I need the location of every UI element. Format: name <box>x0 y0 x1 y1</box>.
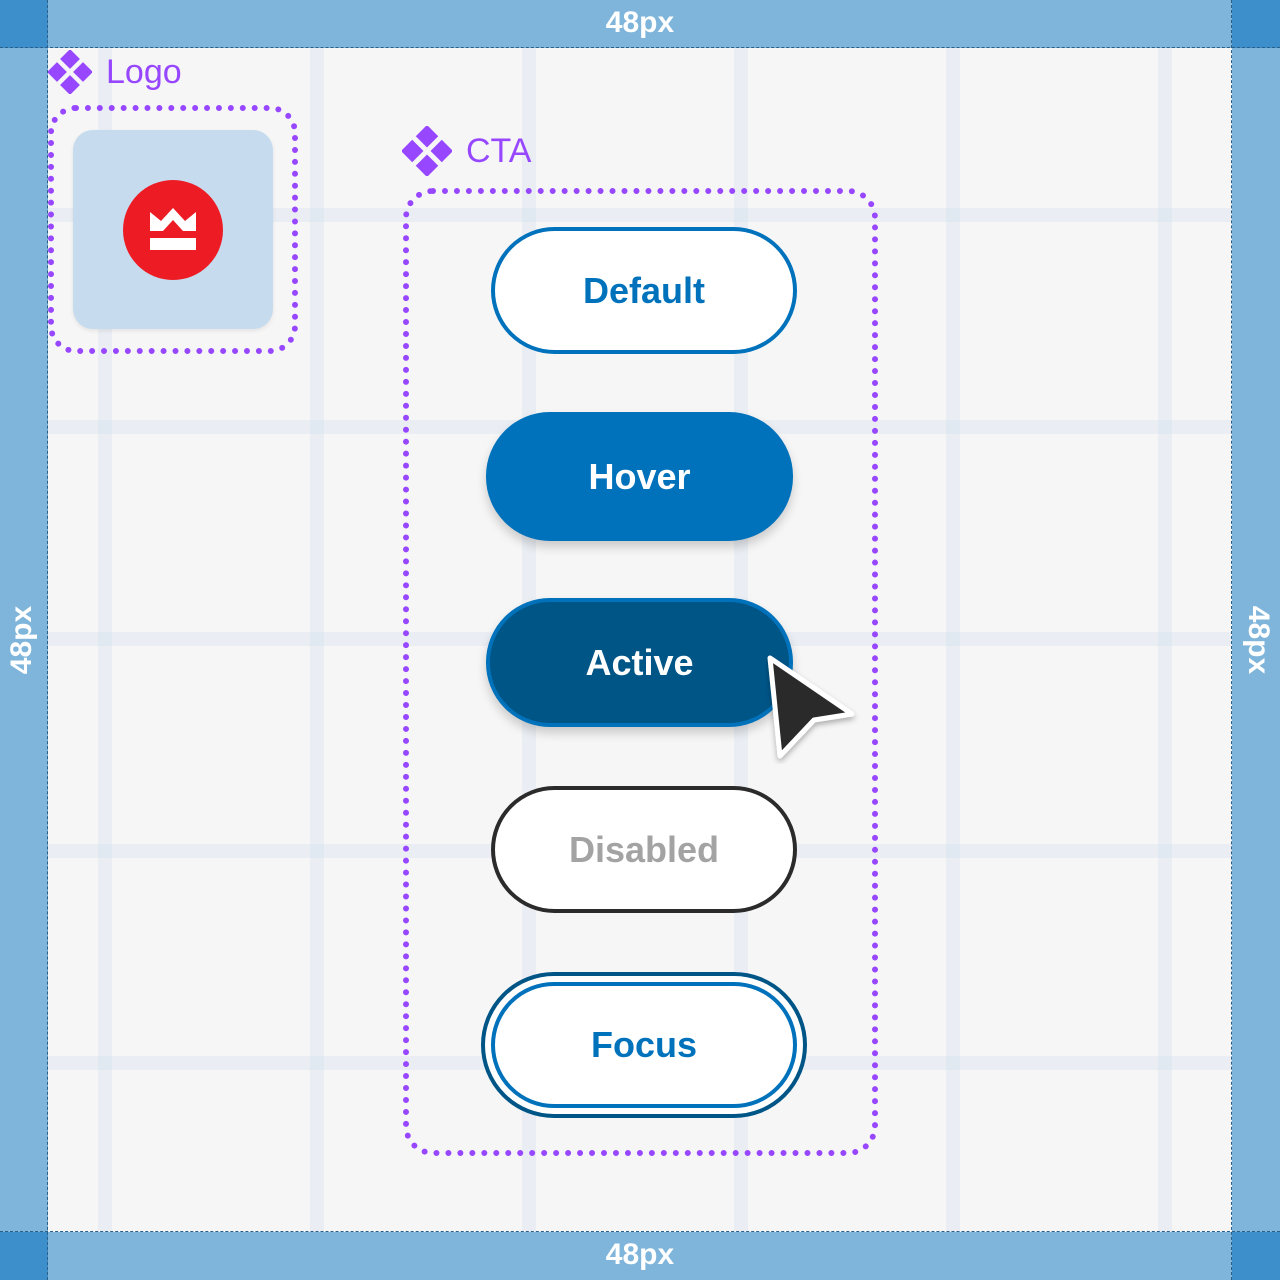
margin-edge-line <box>1231 0 1232 1280</box>
margin-corner <box>0 0 48 48</box>
left-margin-guide <box>0 0 48 1280</box>
left-margin-label: 48px <box>5 605 38 675</box>
button-label: Default <box>582 269 705 311</box>
bottom-margin-label: 48px <box>605 1238 675 1271</box>
button-label: Hover <box>588 455 691 497</box>
logo-component-frame[interactable] <box>48 105 298 354</box>
margin-edge-line <box>0 1231 1280 1232</box>
component-diamond-icon <box>402 126 452 176</box>
right-margin-guide <box>1232 0 1280 1280</box>
logo-component-name: Logo <box>106 52 182 91</box>
top-margin-label: 48px <box>605 6 675 39</box>
focus-ring <box>491 982 797 1108</box>
cta-component-label[interactable]: CTA <box>402 126 531 176</box>
bottom-margin-guide <box>0 1232 1280 1280</box>
right-margin-label: 48px <box>1242 605 1275 675</box>
cta-active-button[interactable]: Active <box>486 598 793 727</box>
bmo-logo <box>123 179 223 280</box>
top-margin-guide <box>0 0 1280 48</box>
arrow-cursor-icon <box>767 655 855 759</box>
button-label: Disabled <box>568 828 720 870</box>
cta-disabled-button: Disabled <box>491 786 797 913</box>
cta-hover-button[interactable]: Hover <box>486 412 793 541</box>
cta-component-frame[interactable] <box>403 188 878 1156</box>
button-label: Active <box>585 641 694 683</box>
margin-edge-line <box>47 0 48 1280</box>
margin-corner <box>1232 1232 1280 1280</box>
bank-logo-icon <box>150 207 196 250</box>
component-diamond-icon <box>48 50 92 94</box>
logo-tile[interactable] <box>73 130 273 329</box>
cta-default-button[interactable]: Default <box>491 227 797 354</box>
margin-corner <box>0 1232 48 1280</box>
cta-component-name: CTA <box>466 131 532 170</box>
cta-focus-button[interactable]: Focus <box>481 972 807 1118</box>
button-label: Focus <box>590 1024 697 1065</box>
margin-corner <box>1232 0 1280 48</box>
margin-edge-line <box>0 47 1280 48</box>
logo-component-label[interactable]: Logo <box>48 50 182 94</box>
